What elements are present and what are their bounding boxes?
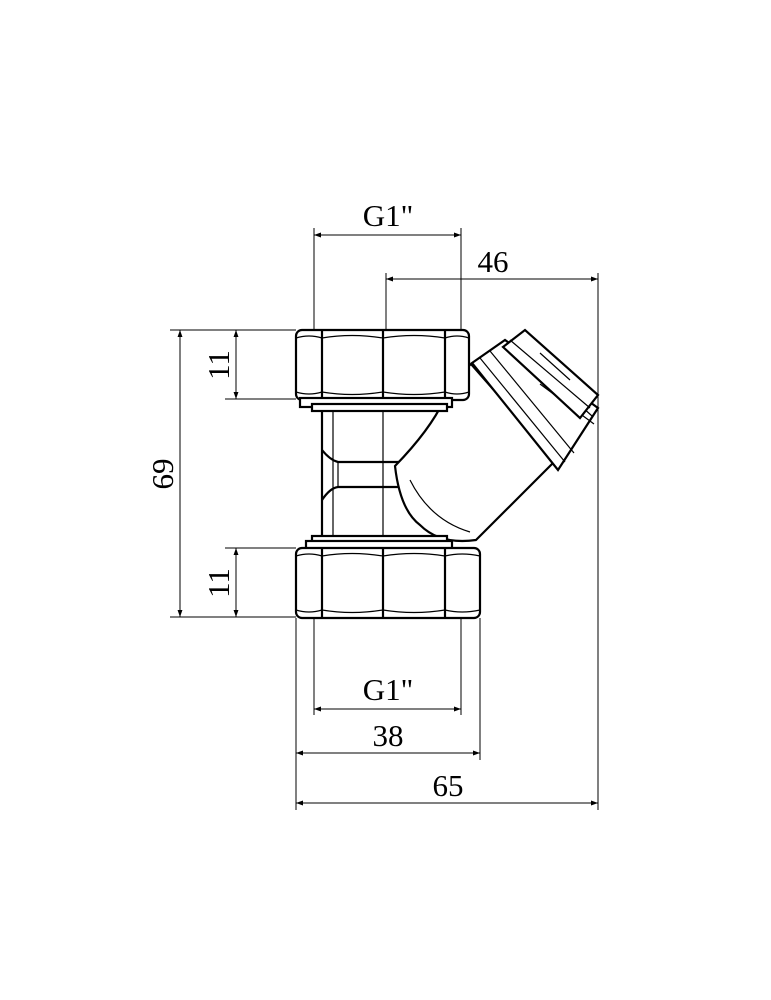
top-thread-label: G1" — [363, 198, 414, 233]
dimension-lines — [170, 228, 599, 810]
top-nut — [294, 328, 471, 413]
top-nut-height-label: 11 — [201, 350, 236, 380]
overall-height-label: 69 — [145, 459, 180, 490]
y-strainer-body — [294, 328, 600, 620]
offset-width-label: 46 — [478, 244, 509, 279]
body-width-label: 38 — [373, 718, 404, 753]
bottom-nut — [294, 534, 482, 620]
bottom-thread-label: G1" — [363, 672, 414, 707]
overall-width-label: 65 — [433, 768, 464, 803]
dimension-labels: G1" 46 G1" 38 65 69 11 11 — [145, 198, 509, 803]
bottom-nut-height-label: 11 — [201, 568, 236, 598]
